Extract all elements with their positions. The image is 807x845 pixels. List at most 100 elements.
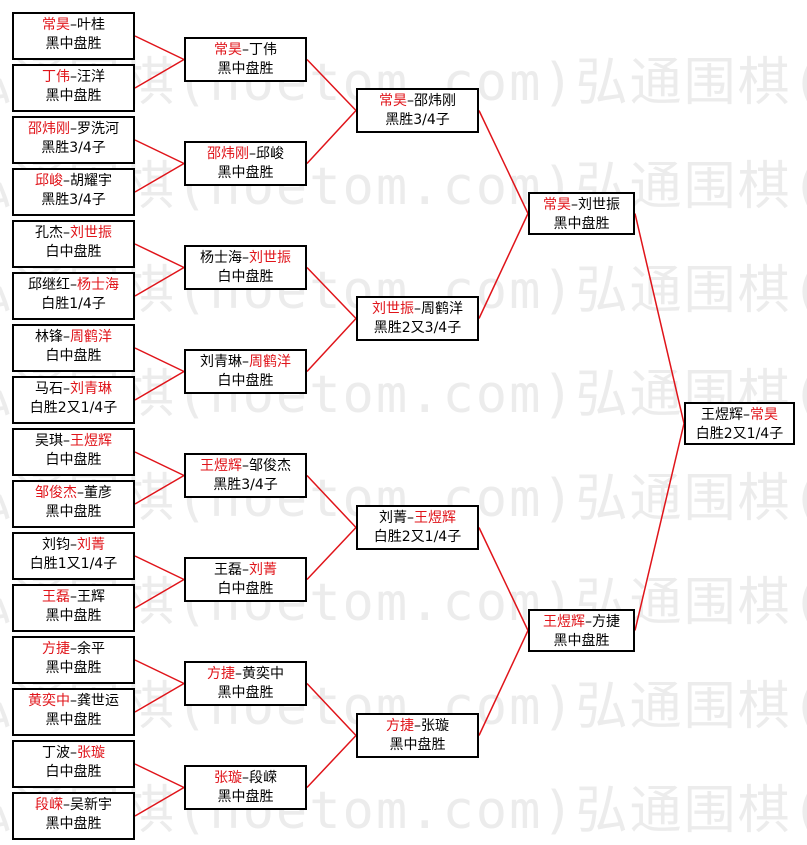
match-players: 常昊–刘世振	[530, 196, 633, 215]
player-name: 周鹤洋	[70, 329, 112, 345]
vs-dash: –	[585, 614, 592, 630]
vs-dash: –	[63, 329, 70, 345]
vs-dash: –	[70, 69, 77, 85]
vs-dash: –	[242, 354, 249, 370]
player-name: 周鹤洋	[421, 301, 463, 317]
connector-line	[134, 682, 185, 713]
match-players: 杨士海–刘世振	[186, 249, 305, 268]
player-name: 邹俊杰	[249, 458, 291, 474]
vs-dash: –	[70, 537, 77, 553]
player-name: 丁波	[42, 745, 70, 761]
player-name: 周鹤洋	[249, 354, 291, 370]
match-players: 邱峻–胡耀宇	[14, 172, 133, 191]
match-result: 黑中盘胜	[389, 737, 446, 753]
player-name: 刘青琳	[200, 354, 242, 370]
player-name: 邱峻	[256, 146, 284, 162]
connector-line	[478, 110, 529, 214]
connector-line	[306, 109, 357, 165]
player-name: 胡耀宇	[70, 173, 112, 189]
vs-dash: –	[235, 666, 242, 682]
connector-line	[634, 423, 685, 631]
connector-line	[634, 213, 685, 424]
match-box-r5-1: 王煜辉–常昊白胜2又1/4子	[684, 402, 795, 445]
player-name: 刘菁	[77, 537, 105, 553]
match-result: 白胜1又1/4子	[29, 556, 118, 572]
player-name: 叶桂	[77, 17, 105, 33]
player-name: 董彦	[84, 485, 112, 501]
match-players: 刘世振–周鹤洋	[358, 300, 477, 319]
match-result: 白中盘胜	[45, 764, 102, 780]
connector-line	[134, 786, 185, 817]
player-name: 马石	[35, 381, 63, 397]
match-players: 邱继红–杨士海	[14, 276, 133, 295]
player-name: 方捷	[386, 718, 414, 734]
connector-line	[134, 243, 185, 269]
vs-dash: –	[743, 407, 750, 423]
connector-line	[134, 474, 185, 505]
connector-line	[134, 763, 185, 789]
player-name: 张璇	[214, 770, 242, 786]
connector-line	[306, 266, 357, 320]
player-name: 常昊	[379, 93, 407, 109]
match-result: 黑中盘胜	[217, 61, 274, 77]
player-name: 王煜辉	[414, 510, 456, 526]
match-box-r1-3: 邵炜刚–罗洗河黑胜3/4子	[12, 116, 135, 164]
player-name: 段嵘	[35, 797, 63, 813]
player-name: 王磊	[42, 589, 70, 605]
match-box-r1-5: 孔杰–刘世振白中盘胜	[12, 220, 135, 268]
connector-line	[134, 451, 185, 477]
player-name: 张璇	[421, 718, 449, 734]
connector-line	[134, 58, 185, 89]
match-box-r4-1: 常昊–刘世振黑中盘胜	[528, 192, 635, 235]
connector-line	[134, 659, 185, 685]
connector-line	[306, 317, 357, 373]
match-box-r1-14: 黄奕中–龚世运黑中盘胜	[12, 688, 135, 736]
player-name: 邱继红	[28, 277, 70, 293]
match-players: 方捷–张璇	[358, 717, 477, 736]
match-players: 丁波–张璇	[14, 744, 133, 763]
player-name: 王磊	[214, 562, 242, 578]
vs-dash: –	[63, 797, 70, 813]
vs-dash: –	[571, 197, 578, 213]
match-result: 黑中盘胜	[45, 816, 102, 832]
connector-line	[134, 578, 185, 609]
player-name: 邵炜刚	[28, 121, 70, 137]
match-box-r3-4: 方捷–张璇黑中盘胜	[356, 713, 479, 758]
match-players: 马石–刘青琳	[14, 380, 133, 399]
match-result: 黑中盘胜	[45, 712, 102, 728]
match-result: 黑胜3/4子	[41, 192, 106, 208]
match-result: 黑胜3/4子	[385, 112, 450, 128]
connector-line	[306, 474, 357, 529]
match-box-r2-6: 王磊–刘菁白中盘胜	[184, 557, 307, 602]
match-box-r2-3: 杨士海–刘世振白中盘胜	[184, 245, 307, 290]
match-box-r2-7: 方捷–黄奕中黑中盘胜	[184, 661, 307, 706]
match-players: 邵炜刚–邱峻	[186, 145, 305, 164]
connector-line	[134, 370, 185, 401]
connector-line	[134, 555, 185, 581]
vs-dash: –	[70, 693, 77, 709]
player-name: 刘世振	[578, 197, 620, 213]
match-result: 黑中盘胜	[217, 789, 274, 805]
vs-dash: –	[249, 146, 256, 162]
connector-line	[478, 527, 529, 631]
player-name: 王煜辉	[543, 614, 585, 630]
match-box-r1-11: 刘钧–刘菁白胜1又1/4子	[12, 532, 135, 580]
match-box-r1-15: 丁波–张璇白中盘胜	[12, 740, 135, 788]
player-name: 王煜辉	[200, 458, 242, 474]
match-result: 白中盘胜	[45, 348, 102, 364]
vs-dash: –	[70, 641, 77, 657]
player-name: 常昊	[543, 197, 571, 213]
connector-line	[134, 35, 185, 61]
player-name: 刘菁	[379, 510, 407, 526]
player-name: 杨士海	[200, 250, 242, 266]
vs-dash: –	[70, 745, 77, 761]
match-players: 林锋–周鹤洋	[14, 328, 133, 347]
match-players: 方捷–余平	[14, 640, 133, 659]
match-players: 王煜辉–邹俊杰	[186, 457, 305, 476]
match-players: 丁伟–汪洋	[14, 68, 133, 87]
vs-dash: –	[70, 121, 77, 137]
match-players: 刘钧–刘菁	[14, 536, 133, 555]
vs-dash: –	[70, 589, 77, 605]
match-result: 黑中盘胜	[45, 660, 102, 676]
